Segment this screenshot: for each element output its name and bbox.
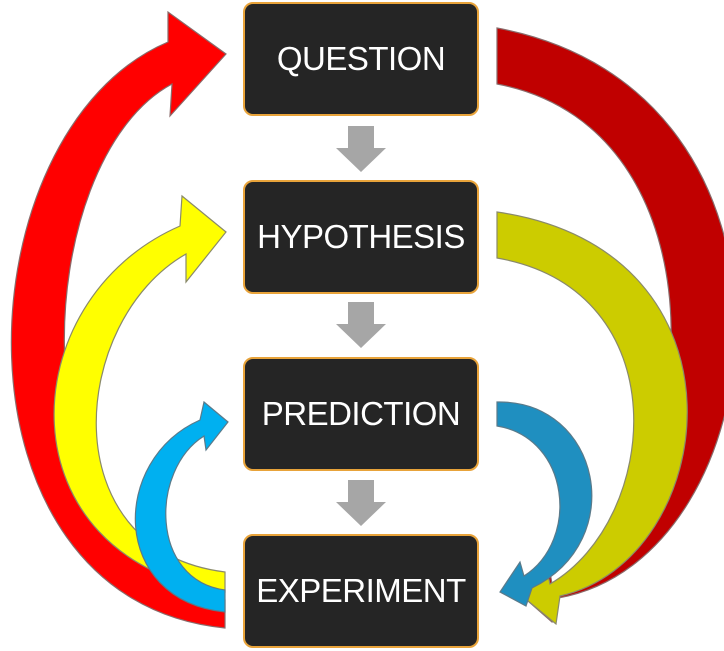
blue-loop-right-arrow (496, 401, 593, 607)
step-prediction-box: PREDICTION (243, 357, 479, 471)
down-arrow-prediction-experiment (336, 480, 386, 526)
step-question-label: QUESTION (276, 40, 446, 77)
step-hypothesis-box: HYPOTHESIS (243, 180, 479, 294)
yellow-loop-right-arrow (496, 211, 688, 626)
step-prediction-label: PREDICTION (261, 395, 461, 432)
step-question-box: QUESTION (243, 2, 479, 116)
down-arrow-hypothesis-prediction (336, 302, 386, 348)
step-experiment-box: EXPERIMENT (243, 534, 479, 648)
down-arrow-question-hypothesis (336, 126, 386, 172)
step-hypothesis-label: HYPOTHESIS (257, 218, 465, 255)
yellow-loop-left-arrow (53, 194, 227, 593)
blue-loop-left-arrow (134, 400, 229, 613)
step-experiment-label: EXPERIMENT (256, 572, 466, 609)
